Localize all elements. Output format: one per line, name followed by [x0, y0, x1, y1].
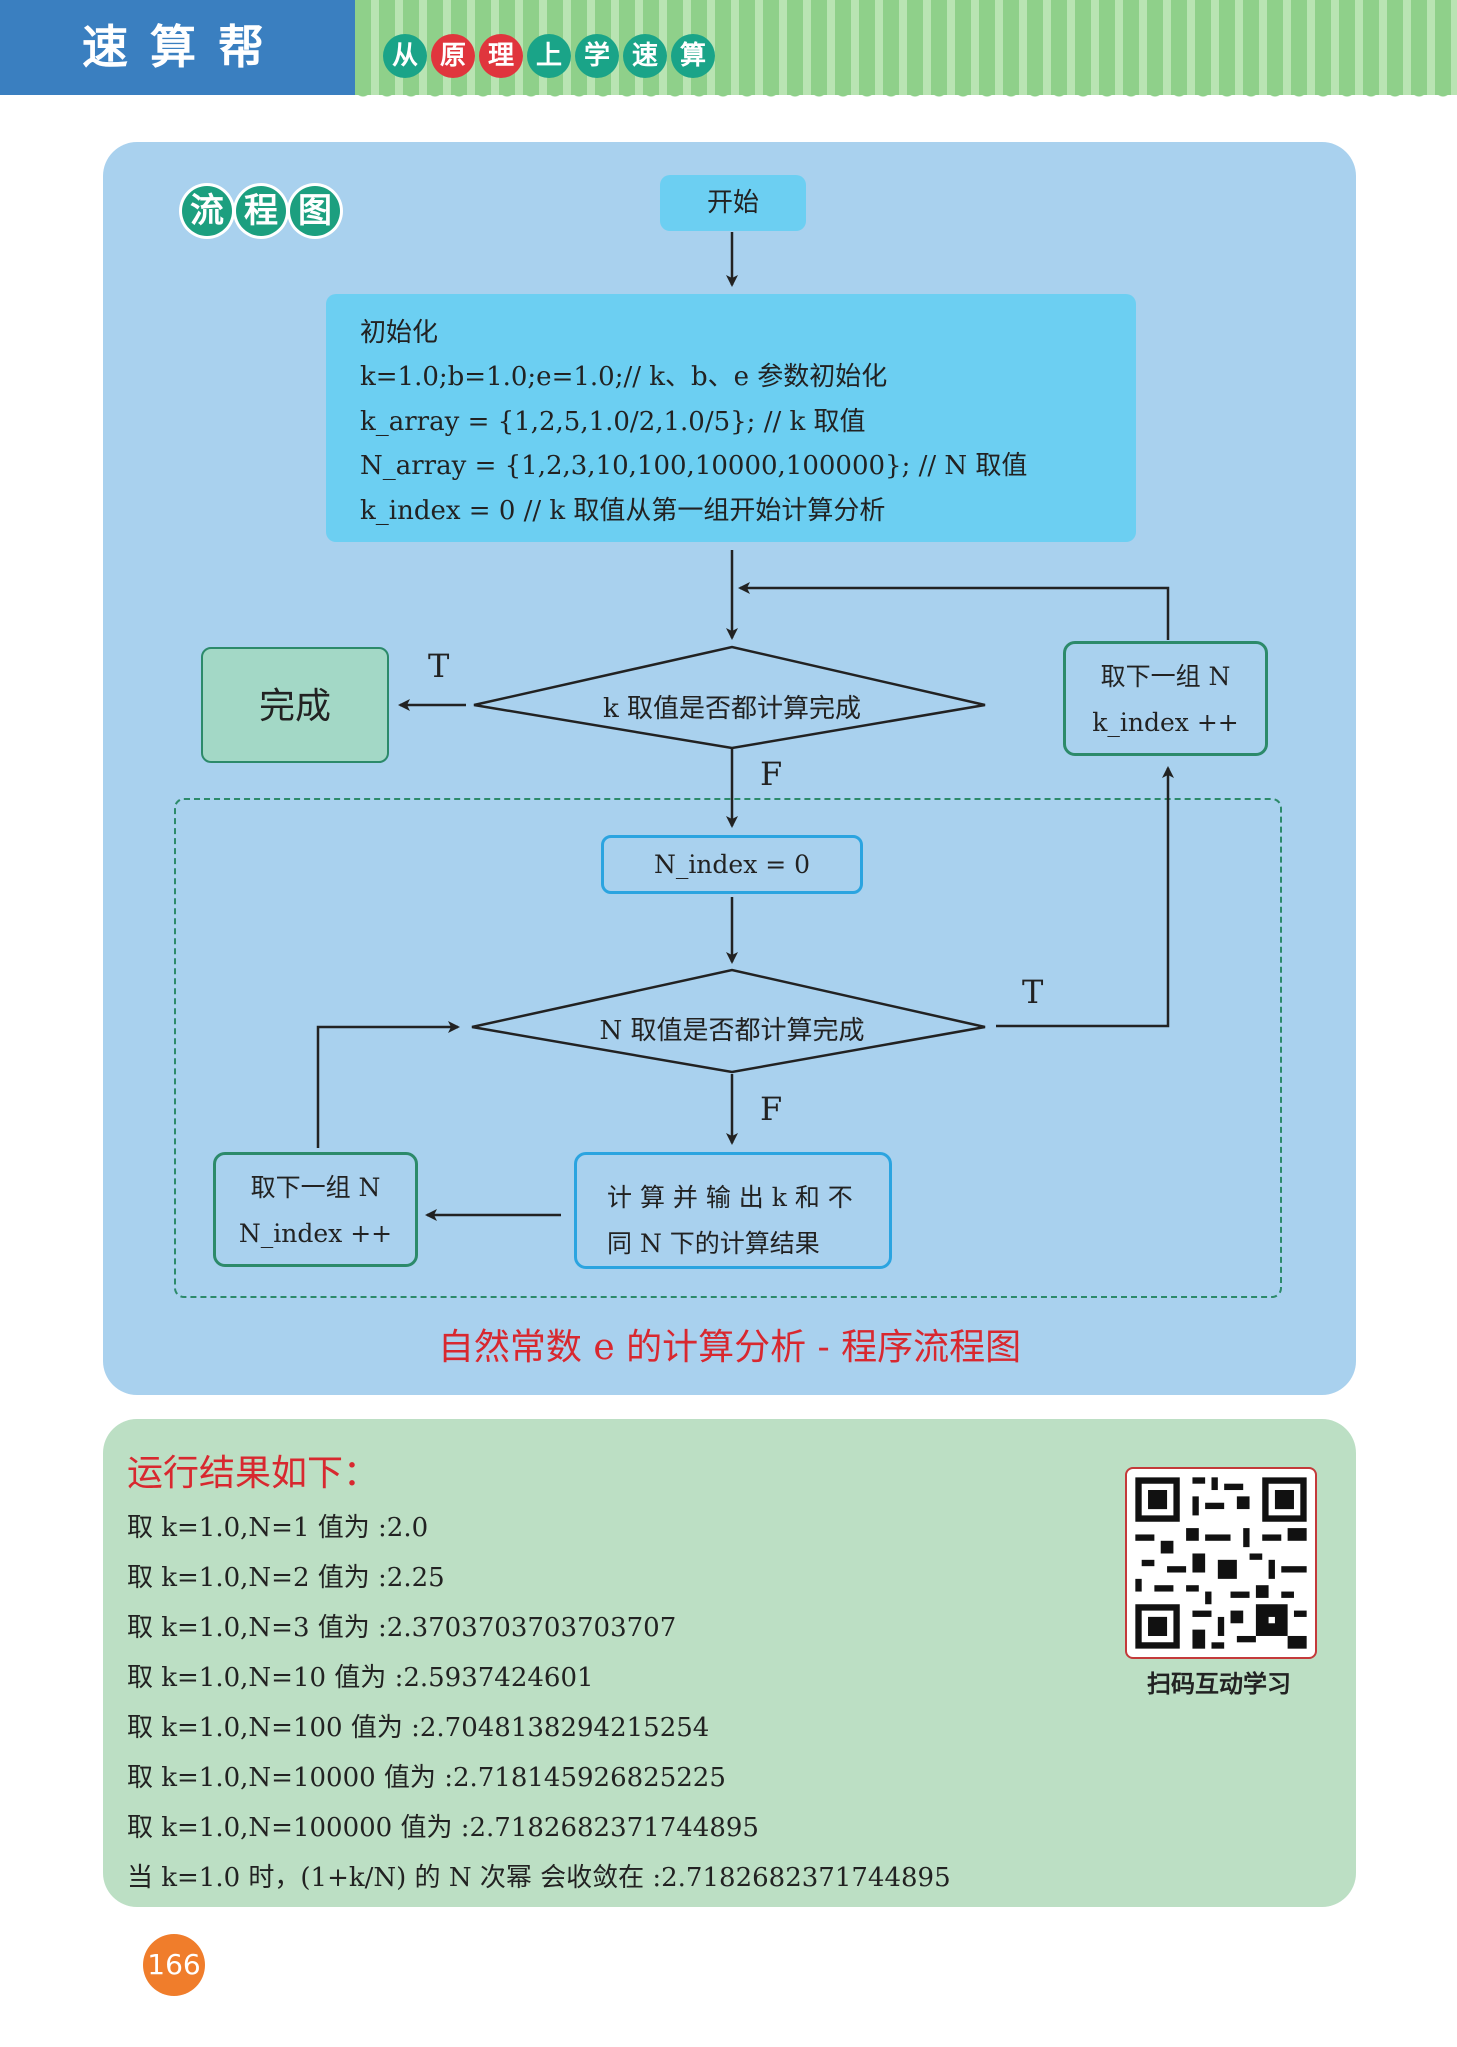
brand-title: 速算帮 — [0, 0, 355, 95]
result-line: 取 k=1.0,N=2 值为 :2.25 — [127, 1563, 445, 1593]
tagline-char: 算 — [671, 34, 715, 78]
page-number: 166 — [143, 1934, 205, 1996]
result-line: 取 k=1.0,N=100 值为 :2.7048138294215254 — [127, 1713, 710, 1743]
init-line: k=1.0;b=1.0;e=1.0;// k、b、e 参数初始化 — [360, 362, 888, 392]
tagline-char: 原 — [431, 34, 475, 78]
tagline: 从 原 理 上 学 速 算 — [383, 34, 715, 78]
next-k-line: k_index ++ — [1092, 708, 1239, 737]
done-node: 完成 — [201, 647, 389, 763]
decision-k-diamond — [473, 645, 986, 750]
result-line: 当 k=1.0 时，(1+k/N) 的 N 次幂 会收敛在 :2.7182682… — [127, 1863, 951, 1893]
label-false: F — [760, 755, 783, 793]
result-line: 取 k=1.0,N=10000 值为 :2.718145926825225 — [127, 1763, 726, 1793]
init-line: N_array = {1,2,3,10,100,10000,100000}; /… — [360, 451, 1028, 481]
result-line: 取 k=1.0,N=3 值为 :2.3703703703703707 — [127, 1613, 677, 1643]
label-true: T — [1022, 973, 1044, 1011]
calc-node: 计 算 并 输 出 k 和 不 同 N 下的计算结果 — [574, 1152, 892, 1269]
decision-k-label: k 取值是否都计算完成 — [602, 694, 862, 724]
next-n-node: 取下一组 N N_index ++ — [213, 1152, 418, 1267]
section-title-char: 图 — [290, 186, 340, 236]
init-node: 初始化 k=1.0;b=1.0;e=1.0;// k、b、e 参数初始化 k_a… — [326, 294, 1136, 542]
init-line: k_index = 0 // k 取值从第一组开始计算分析 — [360, 496, 886, 526]
label-false: F — [760, 1090, 783, 1128]
tagline-char: 速 — [623, 34, 667, 78]
next-k-line: 取下一组 N — [1100, 662, 1231, 691]
tagline-char: 学 — [575, 34, 619, 78]
label-true: T — [428, 647, 450, 685]
section-title-char: 程 — [236, 186, 286, 236]
arrow-loop-back-n — [316, 1021, 460, 1148]
init-line: k_array = {1,2,5,1.0/2,1.0/5}; // k 取值 — [360, 407, 866, 437]
tagline-char: 从 — [383, 34, 427, 78]
qr-caption: 扫码互动学习 — [1147, 1670, 1291, 1698]
arrow-to-next-k — [996, 766, 1174, 1028]
tagline-char: 理 — [479, 34, 523, 78]
start-node: 开始 — [660, 175, 806, 231]
next-n-line: 取下一组 N — [250, 1173, 381, 1202]
section-title-char: 流 — [182, 186, 232, 236]
flowchart-caption: 自然常数 e 的计算分析 - 程序流程图 — [437, 1327, 1022, 1368]
result-line: 取 k=1.0,N=10 值为 :2.5937424601 — [127, 1663, 594, 1693]
qr-code[interactable] — [1125, 1467, 1317, 1659]
calc-line: 计 算 并 输 出 k 和 不 — [607, 1183, 853, 1212]
section-title: 流 程 图 — [182, 186, 340, 236]
qr-code-icon — [1129, 1471, 1313, 1655]
next-n-line: N_index ++ — [238, 1219, 393, 1248]
decision-n-label: N 取值是否都计算完成 — [599, 1016, 865, 1046]
decision-n-diamond — [471, 968, 986, 1074]
calc-line: 同 N 下的计算结果 — [607, 1229, 820, 1258]
arrow-loop-back-k — [738, 582, 1170, 640]
inner-loop-frame — [174, 798, 1282, 1298]
next-k-node: 取下一组 N k_index ++ — [1063, 641, 1268, 756]
results-heading: 运行结果如下： — [127, 1453, 380, 1494]
result-line: 取 k=1.0,N=100000 值为 :2.7182682371744895 — [127, 1813, 759, 1843]
tagline-char: 上 — [527, 34, 571, 78]
result-line: 取 k=1.0,N=1 值为 :2.0 — [127, 1513, 429, 1543]
n-init-node: N_index = 0 — [601, 835, 863, 894]
init-title: 初始化 — [360, 318, 439, 348]
